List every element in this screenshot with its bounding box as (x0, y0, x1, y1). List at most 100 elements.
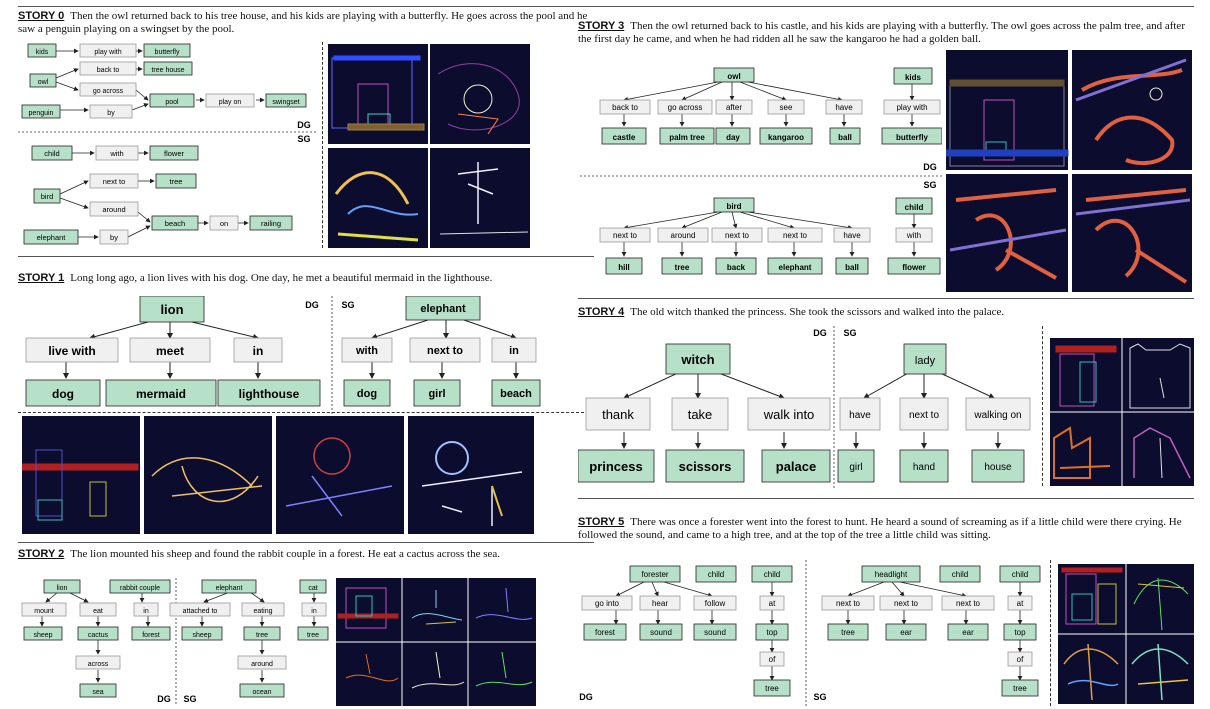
svg-text:hear: hear (652, 599, 668, 608)
story-0-graph: kids play with butterfly owl back to tre… (18, 43, 318, 245)
node: beach (151, 215, 199, 231)
svg-text:forest: forest (595, 628, 616, 637)
node: bird (33, 188, 61, 204)
svg-text:tree house: tree house (151, 67, 184, 74)
dg-tag: DG (297, 120, 311, 130)
svg-text:flower: flower (164, 149, 185, 158)
node: flower (887, 257, 941, 275)
node: back (715, 257, 757, 275)
svg-text:around: around (251, 661, 273, 668)
node: cactus (77, 626, 119, 641)
svg-text:next to: next to (956, 599, 981, 608)
node: railing (249, 215, 293, 231)
relation: next to (89, 173, 139, 189)
svg-text:dog: dog (52, 387, 74, 401)
node: cat (299, 579, 327, 594)
node: girl (413, 379, 461, 407)
svg-text:across: across (88, 661, 109, 668)
relation: in (233, 337, 283, 363)
node: top (755, 623, 789, 641)
svg-text:railing: railing (261, 219, 281, 228)
node: elephant (767, 257, 823, 275)
svg-text:attached to: attached to (183, 608, 218, 615)
node: sheep (181, 626, 223, 641)
node: hand (899, 449, 949, 483)
node: top (1003, 623, 1037, 641)
relation: attached to (169, 602, 231, 617)
node: mermaid (105, 379, 217, 407)
svg-text:princess: princess (589, 459, 642, 474)
node: tree (661, 257, 703, 275)
node: swingset (265, 93, 307, 108)
relation: of (759, 651, 785, 667)
svg-text:mermaid: mermaid (136, 387, 186, 401)
node: pool (149, 93, 195, 108)
svg-text:beach: beach (500, 388, 532, 400)
relation: have (825, 99, 863, 115)
node: child (939, 565, 981, 583)
relation: follow (693, 595, 737, 611)
svg-text:sheep: sheep (33, 632, 52, 639)
node: sheep (23, 626, 63, 641)
relation: go into (581, 595, 633, 611)
node: child (751, 565, 793, 583)
relation: back to (599, 99, 651, 115)
svg-text:tree: tree (675, 263, 690, 272)
svg-text:tree: tree (307, 632, 319, 639)
svg-text:beach: beach (165, 219, 185, 228)
node: child (31, 145, 73, 161)
relation: have (839, 397, 881, 431)
svg-text:owl: owl (38, 79, 49, 86)
node: penguin (21, 104, 61, 119)
svg-text:forest: forest (142, 632, 160, 639)
svg-text:forester: forester (641, 570, 668, 579)
svg-text:tree: tree (841, 628, 855, 637)
svg-text:by: by (110, 233, 118, 242)
svg-text:go across: go across (668, 103, 703, 112)
node: ball (829, 127, 861, 145)
relation: walk into (747, 397, 831, 431)
svg-text:hand: hand (913, 462, 935, 473)
svg-text:tree: tree (256, 632, 268, 639)
node: dog (343, 379, 391, 407)
node: butterfly (143, 43, 191, 58)
relation: play with (883, 99, 941, 115)
svg-text:go across: go across (93, 88, 124, 95)
node: palace (761, 449, 831, 483)
node: tree (827, 623, 869, 641)
relation: next to (711, 227, 763, 243)
svg-text:kids: kids (36, 49, 49, 56)
svg-text:thank: thank (602, 407, 634, 422)
svg-text:eating: eating (253, 608, 272, 615)
relation: by (89, 104, 133, 119)
svg-text:ear: ear (900, 628, 912, 637)
story-3-label: STORY 3 (578, 20, 625, 32)
node: flower (149, 145, 199, 161)
svg-text:dog: dog (357, 388, 377, 400)
svg-text:hill: hill (618, 263, 630, 272)
relation: after (715, 99, 753, 115)
relation: around (237, 655, 287, 670)
relation: thank (585, 397, 651, 431)
svg-text:in: in (253, 344, 264, 358)
node: kangaroo (759, 127, 813, 145)
relation: hear (639, 595, 681, 611)
svg-text:next to: next to (103, 177, 126, 186)
node: elephant (201, 579, 257, 594)
svg-text:child: child (905, 203, 924, 212)
relation: with (895, 227, 933, 243)
node: forest (583, 623, 627, 641)
story-4-images (1050, 338, 1194, 486)
story-0-text: Then the owl returned back to his tree h… (18, 10, 588, 36)
svg-text:girl: girl (849, 462, 862, 473)
svg-text:at: at (1017, 599, 1024, 608)
svg-text:kangaroo: kangaroo (768, 133, 804, 142)
svg-text:next to: next to (836, 599, 861, 608)
svg-text:bird: bird (41, 192, 54, 201)
relation: live with (25, 337, 119, 363)
node: tree (297, 626, 329, 641)
node: castle (601, 127, 647, 145)
